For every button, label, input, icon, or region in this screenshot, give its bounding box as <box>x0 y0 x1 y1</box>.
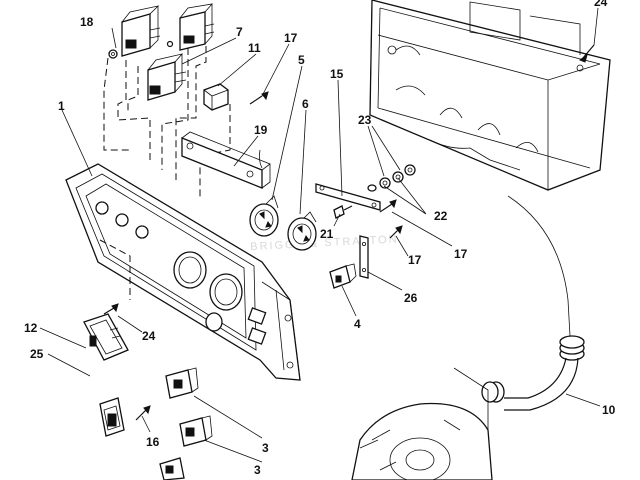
leader-lines <box>39 27 601 463</box>
label-4: 4 <box>354 317 361 331</box>
label-18: 18 <box>80 15 94 29</box>
breaker-upper-pair <box>121 3 215 57</box>
screw-24-top <box>578 7 599 63</box>
receptacle-6 <box>287 211 317 251</box>
receptacle-3-lower <box>179 415 213 447</box>
label-25: 25 <box>30 347 44 361</box>
receptacle-5 <box>249 195 279 237</box>
label-10: 10 <box>602 403 616 417</box>
control-box-housing <box>369 0 611 191</box>
label-11: 11 <box>248 41 261 55</box>
alternator-housing <box>351 367 493 480</box>
receptacle-3-bottom <box>159 457 185 480</box>
label-5: 5 <box>298 53 305 67</box>
label-12: 12 <box>24 321 38 335</box>
label-19: 19 <box>254 123 268 137</box>
label-17-upper: 17 <box>284 31 298 45</box>
block-11 <box>203 83 229 111</box>
bracket-19 <box>181 131 271 189</box>
label-21: 21 <box>320 227 334 241</box>
breaker-lower-left <box>99 397 125 437</box>
label-17-lower: 17 <box>408 253 422 267</box>
screw-16 <box>135 405 151 421</box>
switch-4 <box>329 263 357 289</box>
label-22: 22 <box>434 209 448 223</box>
label-24-left: 24 <box>142 329 156 343</box>
label-6: 6 <box>302 97 309 111</box>
label-1: 1 <box>58 99 65 113</box>
nuts-23 <box>367 164 416 192</box>
label-26: 26 <box>404 291 418 305</box>
control-panel <box>65 163 301 381</box>
label-17-mid: 17 <box>454 247 468 261</box>
label-15: 15 <box>330 67 344 81</box>
breaker-7 <box>147 53 187 101</box>
part-labels: 1 18 7 11 17 5 6 15 19 23 24 22 21 17 17… <box>24 0 616 477</box>
strip-26 <box>359 235 369 279</box>
label-3-lower: 3 <box>254 463 261 477</box>
grommet-hose <box>481 195 585 411</box>
label-24-top: 24 <box>594 0 608 9</box>
screw-21 <box>333 205 353 219</box>
screw-17-lower <box>389 225 403 239</box>
label-23: 23 <box>358 113 372 127</box>
label-16: 16 <box>146 435 160 449</box>
label-3-upper: 3 <box>262 441 269 455</box>
screw-17-mid <box>379 199 397 213</box>
screw-24-left <box>103 303 119 315</box>
plate-15 <box>315 183 381 211</box>
circuit-board <box>83 313 129 361</box>
label-7: 7 <box>236 25 243 39</box>
screw-17-upper <box>249 91 269 105</box>
receptacle-3-upper <box>165 367 199 399</box>
nut-18 <box>108 49 118 59</box>
